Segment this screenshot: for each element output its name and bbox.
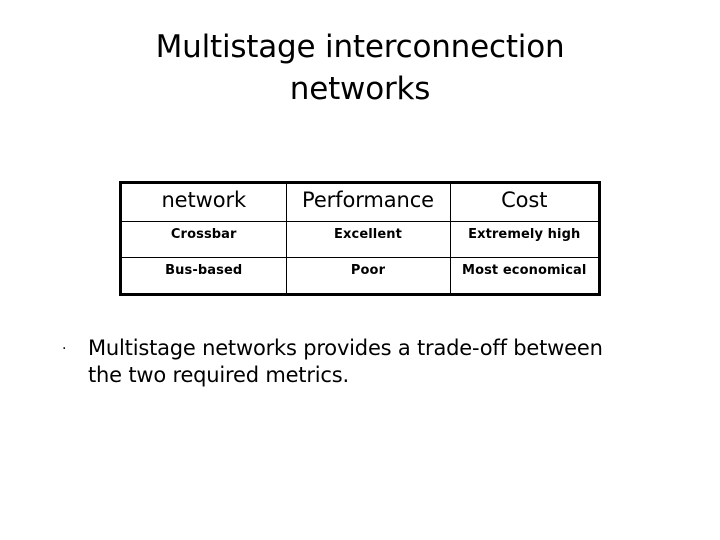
cell-busbased-cost: Most economical — [449, 257, 598, 293]
cell-busbased-network: Bus-based — [122, 257, 287, 293]
page-title: Multistage interconnection networks — [60, 26, 660, 110]
bullet-marker-icon: · — [62, 341, 67, 357]
cell-crossbar-network: Crossbar — [122, 221, 287, 258]
cell-crossbar-cost: Extremely high — [449, 221, 598, 258]
bullet-item-line-2: the two required metrics. — [88, 363, 349, 387]
bullet-item-line-1: Multistage networks provides a trade-off… — [88, 336, 603, 360]
cell-busbased-performance: Poor — [285, 257, 451, 293]
bullet-list: · Multistage networks provides a trade-o… — [56, 335, 676, 389]
table-header-performance: Performance — [285, 184, 451, 222]
bullet-item-text: Multistage networks provides a trade-off… — [88, 335, 676, 389]
table-header-network: network — [122, 184, 287, 222]
table-header-row: network Performance Cost — [122, 184, 598, 222]
table-row: Crossbar Excellent Extremely high — [122, 221, 598, 258]
cell-crossbar-performance: Excellent — [285, 221, 451, 258]
comparison-table: network Performance Cost Crossbar Excell… — [119, 181, 601, 296]
page-title-line-2: networks — [289, 71, 431, 107]
list-item: · Multistage networks provides a trade-o… — [56, 335, 676, 389]
table-header-cost: Cost — [449, 184, 598, 222]
page-title-line-1: Multistage interconnection — [155, 29, 565, 65]
comparison-table-grid: network Performance Cost Crossbar Excell… — [122, 184, 598, 293]
table-row: Bus-based Poor Most economical — [122, 257, 598, 293]
